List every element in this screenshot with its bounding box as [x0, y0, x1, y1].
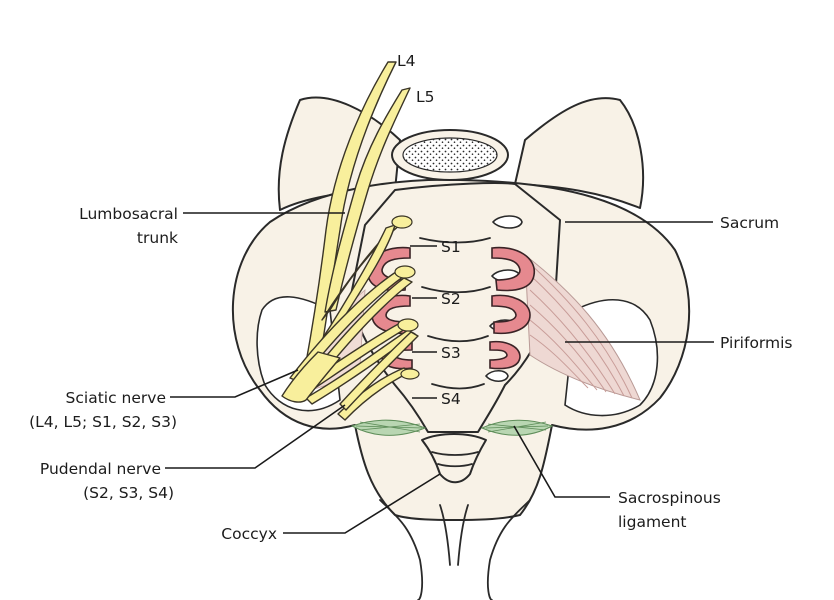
- piriformis-muscle: [524, 253, 641, 401]
- label-s1: S1: [441, 238, 461, 256]
- label-coccyx: Coccyx: [221, 525, 277, 543]
- leader-coccyx: [283, 473, 441, 534]
- sacrospinous-fibers: [355, 421, 549, 433]
- label-s4: S4: [441, 390, 461, 408]
- coccyx-ridge-2: [437, 463, 473, 468]
- label-l5: L5: [416, 88, 435, 106]
- sacral-ridge-3: [427, 335, 489, 343]
- sacral-ridge-1: [419, 237, 491, 244]
- label-lumbosacral-1: Lumbosacral: [79, 205, 178, 223]
- s4-nerve-stub: [400, 368, 420, 380]
- foramen-pink-right-1: [491, 246, 535, 292]
- pubic-arch-right: [487, 499, 531, 600]
- pudendal-branch: [339, 331, 419, 411]
- s3-nerve-stub: [397, 318, 419, 332]
- s4-root: [337, 367, 411, 421]
- l5-nerve: [324, 87, 411, 313]
- label-piriformis: Piriformis: [720, 334, 793, 352]
- label-sacrum: Sacrum: [720, 214, 779, 232]
- pubic-arch: [379, 499, 423, 600]
- label-l4: L4: [397, 52, 416, 70]
- label-lumbosacral-2: trunk: [137, 229, 178, 247]
- label-sacrospinous-1: Sacrospinous: [618, 489, 721, 507]
- sacral-ridge-2: [421, 286, 491, 294]
- label-sciatic-2: (L4, L5; S1, S2, S3): [29, 413, 177, 431]
- leader-sacrospinous: [513, 425, 610, 498]
- label-pudendal-2: (S2, S3, S4): [83, 484, 174, 502]
- leader-sciatic: [170, 369, 299, 398]
- leader-pudendal: [165, 404, 346, 469]
- label-s2: S2: [441, 290, 461, 308]
- label-pudendal-1: Pudendal nerve: [40, 460, 161, 478]
- iliac-wing-right: [514, 97, 645, 209]
- sciatic-nerve-trunk: [281, 351, 341, 403]
- foramen-pink-right-2: [491, 294, 531, 335]
- label-s3: S3: [441, 344, 461, 362]
- s2-nerve-stub: [394, 265, 416, 279]
- foramen-pink-right-3: [489, 340, 521, 370]
- coccyx-ridge-1: [431, 451, 479, 456]
- label-sacrospinous-2: ligament: [618, 513, 687, 531]
- vertebral-body-spongy: [402, 137, 498, 173]
- sacral-ridge-4: [431, 383, 485, 390]
- coccyx-bone: [421, 433, 487, 484]
- label-sciatic-1: Sciatic nerve: [66, 389, 166, 407]
- foramen-right-4: [484, 369, 509, 383]
- pubic-symphysis-line: [439, 504, 469, 566]
- s1-nerve-stub: [391, 215, 413, 229]
- foramen-right-1: [491, 215, 523, 229]
